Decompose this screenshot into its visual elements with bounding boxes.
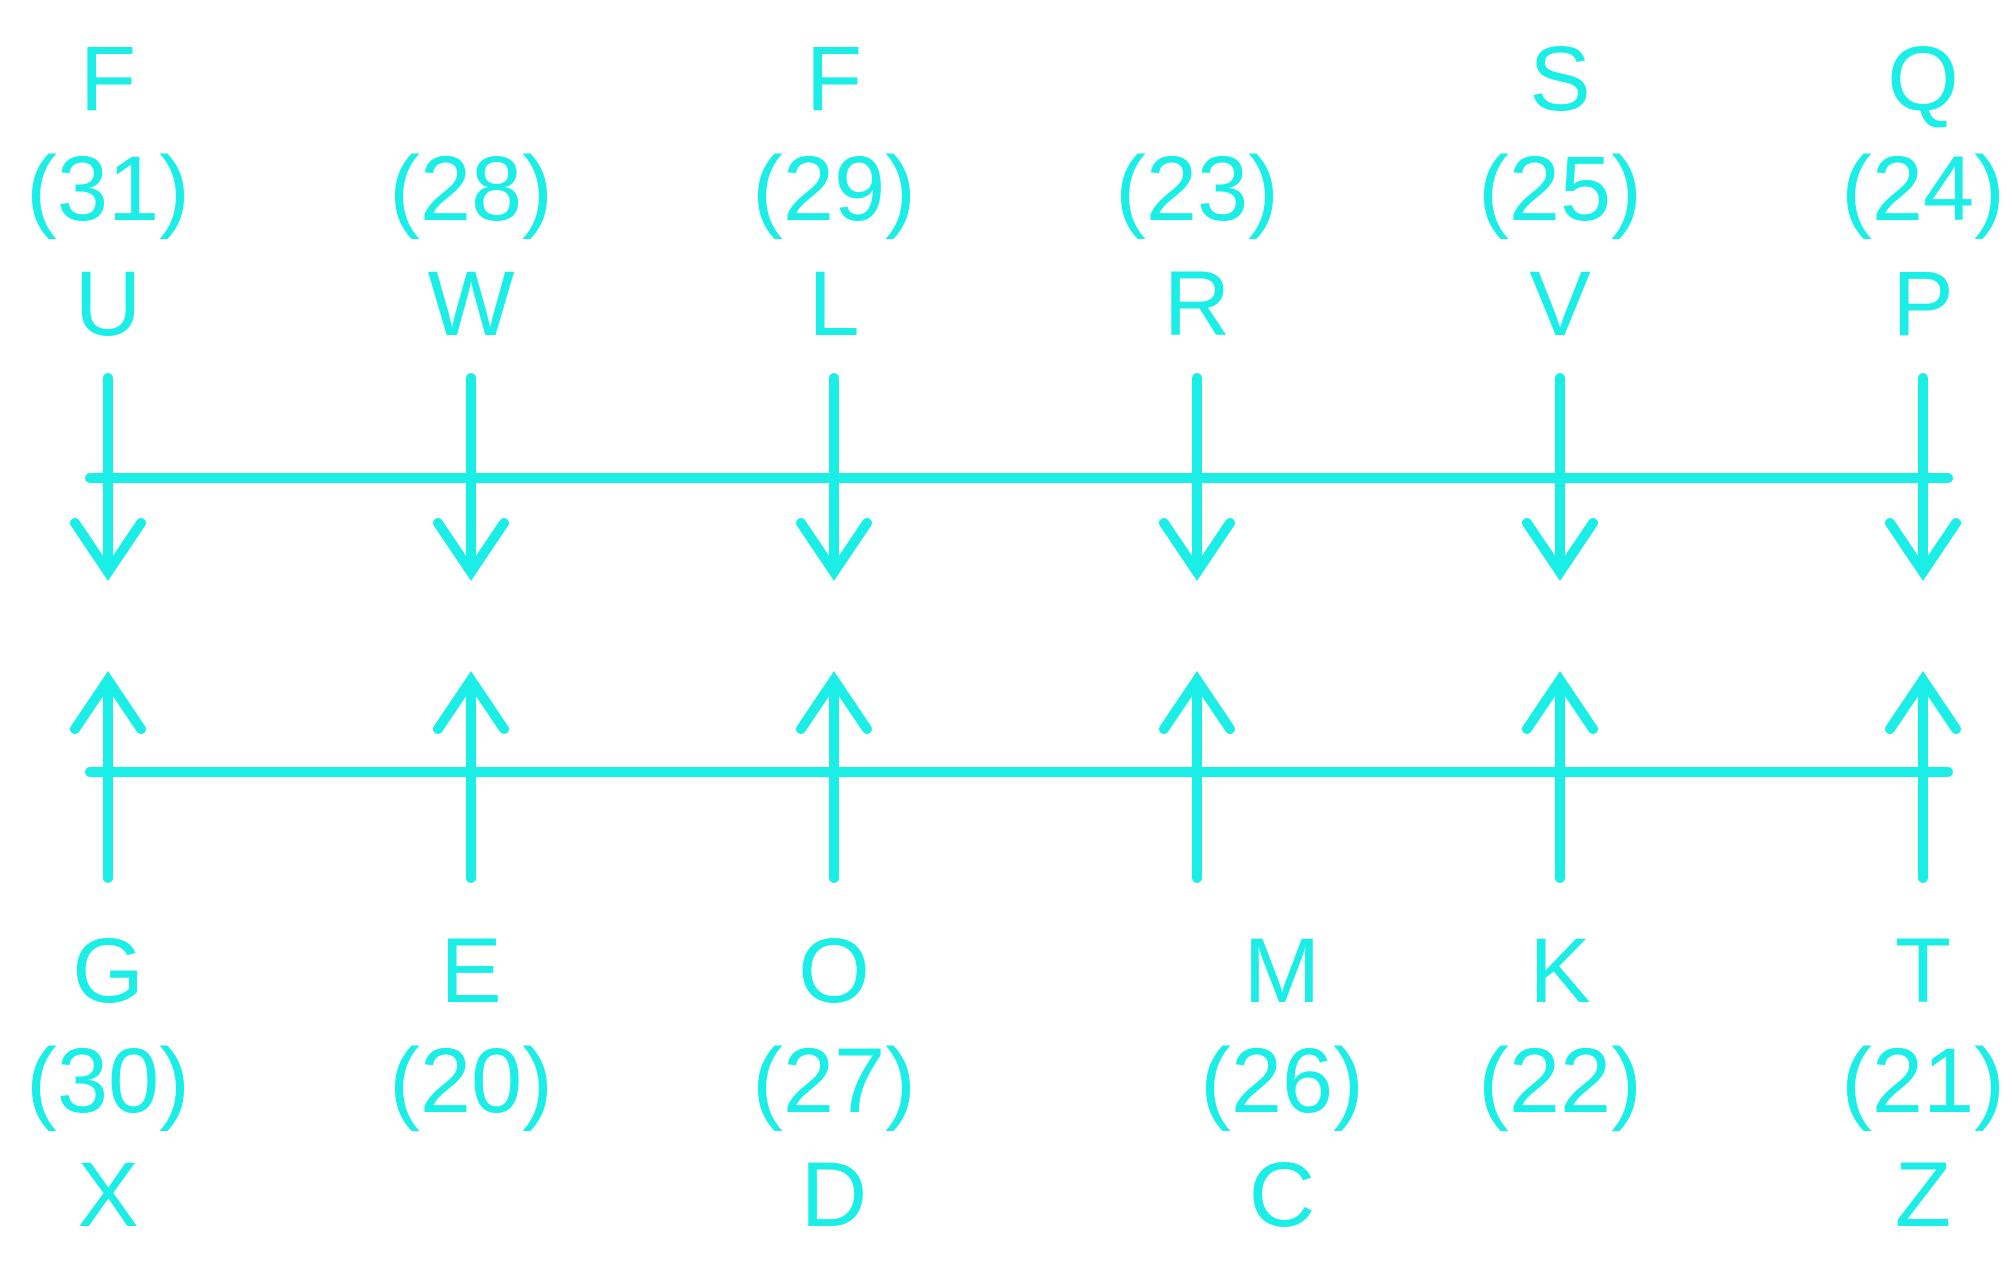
top-row-arrows	[70, 373, 1961, 581]
top-upper-letter: Q	[1887, 28, 1959, 130]
up-arrow-icon	[1159, 671, 1235, 883]
up-arrow-icon	[433, 671, 509, 883]
bottom-upper-letter: G	[72, 920, 144, 1022]
top-lower-letter: P	[1892, 253, 1953, 355]
up-arrow-icon	[1885, 671, 1961, 883]
down-arrow-icon	[70, 373, 146, 581]
top-row-labels: F(31)U(28)WF(29)L(23)RS(25)VQ(24)P	[26, 28, 2005, 355]
top-number: (23)	[1115, 138, 1279, 240]
up-arrow-icon	[1522, 671, 1598, 883]
top-number: (24)	[1841, 138, 2005, 240]
bottom-row-arrows	[70, 671, 1961, 883]
bottom-upper-letter: K	[1529, 920, 1590, 1022]
bottom-number: (30)	[26, 1030, 190, 1132]
down-arrow-icon	[433, 373, 509, 581]
bottom-number: (20)	[389, 1030, 553, 1132]
bottom-number: (27)	[752, 1030, 916, 1132]
top-upper-letter: S	[1529, 28, 1590, 130]
up-arrow-icon	[70, 671, 146, 883]
bottom-upper-letter: E	[440, 920, 501, 1022]
bottom-upper-letter: T	[1895, 920, 1951, 1022]
down-arrow-icon	[1885, 373, 1961, 581]
bottom-lower-letter: D	[801, 1144, 867, 1246]
up-arrow-icon	[796, 671, 872, 883]
bottom-upper-letter: M	[1244, 920, 1321, 1022]
top-lower-letter: W	[428, 253, 515, 355]
top-upper-letter: F	[806, 28, 862, 130]
top-lower-letter: V	[1529, 253, 1590, 355]
top-number: (25)	[1478, 138, 1642, 240]
bottom-row-labels: G(30) X E(20) O(27) D M(26) C K(22) T(21) Z	[26, 920, 2005, 1246]
bottom-lower-letter: Z	[1895, 1144, 1951, 1246]
bottom-lower-letter: X	[77, 1144, 138, 1246]
top-lower-letter: R	[1164, 253, 1230, 355]
down-arrow-icon	[1159, 373, 1235, 581]
bottom-number: (26)	[1200, 1030, 1364, 1132]
top-upper-letter: F	[80, 28, 136, 130]
top-number: (28)	[389, 138, 553, 240]
top-lower-letter: U	[75, 253, 141, 355]
top-lower-letter: L	[808, 253, 859, 355]
down-arrow-icon	[796, 373, 872, 581]
bottom-number: (21)	[1841, 1030, 2005, 1132]
bottom-lower-letter: C	[1249, 1144, 1315, 1246]
top-number: (29)	[752, 138, 916, 240]
bottom-number: (22)	[1478, 1030, 1642, 1132]
top-number: (31)	[26, 138, 190, 240]
down-arrow-icon	[1522, 373, 1598, 581]
bottom-upper-letter: O	[798, 920, 870, 1022]
